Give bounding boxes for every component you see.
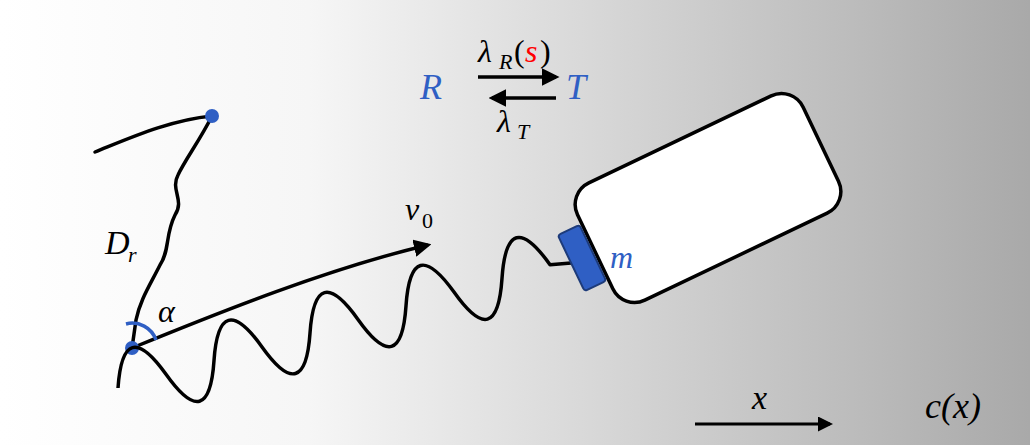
label-box: λ xyxy=(478,35,492,67)
rate-symbol: λ xyxy=(497,103,511,139)
diffusion-symbol: D xyxy=(105,224,130,261)
reaction-arrow xyxy=(492,96,556,100)
label-box: m xyxy=(610,241,633,273)
label-box: x xyxy=(752,381,767,415)
rate-bracket: ( xyxy=(514,33,525,69)
label-box: T xyxy=(566,69,586,105)
label-box: v xyxy=(405,193,419,225)
label-box: 0 xyxy=(422,210,433,232)
angle-label: α xyxy=(158,293,175,329)
axis-label: x xyxy=(752,379,767,416)
rate-bracket: ) xyxy=(540,33,551,69)
concentration-label: c(x) xyxy=(925,386,981,426)
trajectory-line xyxy=(132,116,212,348)
speed-subscript: 0 xyxy=(422,208,433,233)
label-box: α xyxy=(158,295,175,327)
reaction-arrow xyxy=(478,75,556,79)
label-box: T xyxy=(517,121,529,143)
state-label: T xyxy=(566,67,586,107)
label-box: s xyxy=(525,35,537,67)
diffusion-subscript: r xyxy=(128,242,137,267)
label-box: c(x) xyxy=(925,388,981,424)
signal-symbol: s xyxy=(525,33,537,69)
rate-subscript: R xyxy=(499,49,512,74)
label-box: R xyxy=(420,69,442,105)
motor-patch xyxy=(558,225,606,291)
label-box: λ xyxy=(497,105,511,137)
turn-point xyxy=(205,109,219,123)
velocity-arrow xyxy=(132,245,428,348)
state-label: R xyxy=(420,67,442,107)
rate-symbol: λ xyxy=(478,33,492,69)
axis-arrow xyxy=(695,423,830,426)
label-box: D xyxy=(105,226,130,260)
speed-symbol: v xyxy=(405,191,419,227)
label-box: r xyxy=(128,244,137,266)
motor-label: m xyxy=(610,239,633,275)
label-box: ( xyxy=(514,35,525,67)
flagellum xyxy=(118,237,571,401)
angle-arc xyxy=(126,323,156,340)
rate-subscript: T xyxy=(517,119,529,144)
label-box: R xyxy=(499,51,512,73)
label-box: ) xyxy=(540,35,551,67)
cell-body xyxy=(567,86,849,311)
